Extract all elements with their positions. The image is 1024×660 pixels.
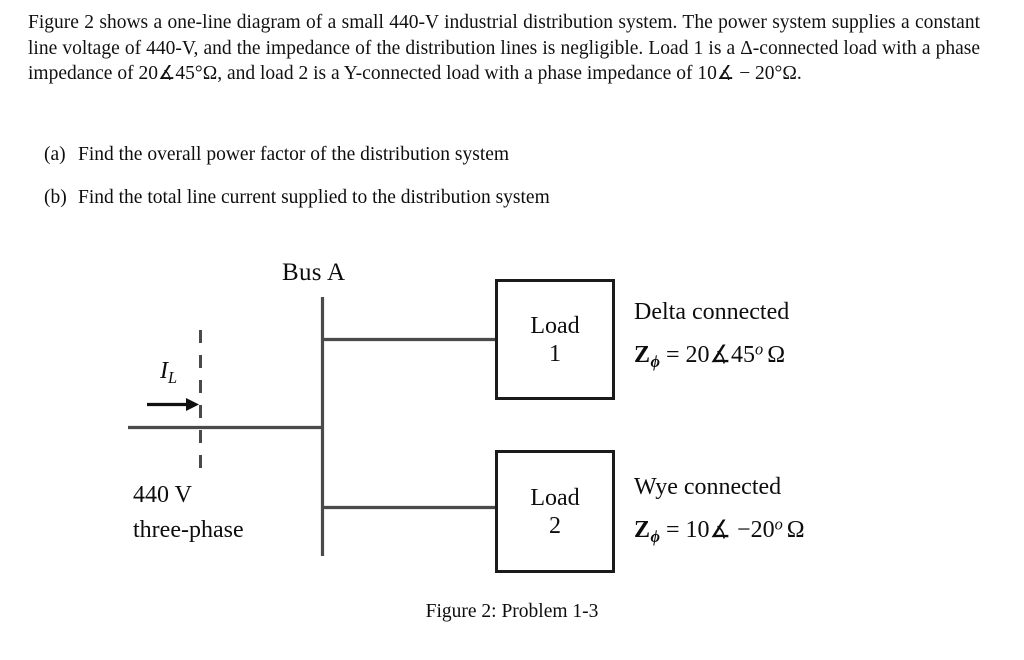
load-2-z-symbol: Z	[634, 517, 651, 544]
load-2-z-angle-symbol: ∡	[709, 517, 732, 544]
load-1-z-symbol: Z	[634, 342, 651, 369]
load-1-z-subscript: ϕ	[650, 351, 660, 371]
list-item: (b) Find the total line current supplied…	[44, 186, 944, 210]
load-2-z-equals: =	[665, 517, 680, 544]
line-current-subscript: L	[168, 367, 178, 387]
line-current-arrow	[147, 398, 199, 411]
load-1-box: Load 1	[495, 279, 615, 400]
load-2-z-subscript: ϕ	[650, 526, 660, 546]
load-1-z-angle: 45	[731, 342, 756, 369]
load-1-z-angle-symbol: ∡	[709, 342, 732, 369]
load-1-z-magnitude: 20	[685, 342, 710, 369]
load-2-box: Load 2	[495, 450, 615, 573]
source-label: 440 V three-phase	[133, 478, 244, 548]
item-marker: (b)	[44, 187, 67, 208]
item-text: Find the total line current supplied to …	[78, 187, 550, 208]
list-item: (a) Find the overall power factor of the…	[44, 143, 944, 167]
load-2-z-degree: o	[774, 515, 783, 534]
load-1-z-degree: o	[755, 340, 764, 359]
source-voltage-text: 440 V	[133, 482, 192, 508]
figure-caption: Figure 2: Problem 1-3	[425, 601, 599, 622]
load-2-box-label: Load	[530, 484, 580, 511]
load-2-box-number: 2	[549, 512, 561, 539]
load-1-z-unit: Ω	[767, 342, 786, 369]
load-1-connection-type: Delta connected	[634, 299, 790, 325]
line-current-symbol: I	[160, 358, 168, 384]
load-1-box-number: 1	[549, 340, 561, 367]
line-current-label: IL	[160, 358, 177, 388]
load-2-z-unit: Ω	[786, 517, 805, 544]
bus-a-label: Bus A	[282, 259, 346, 286]
load-2-z-magnitude: 10	[685, 517, 710, 544]
problem-statement-text: Figure 2 shows a one-line diagram of a s…	[28, 12, 980, 84]
source-phase-text: three-phase	[133, 517, 244, 543]
load-2-z-angle: −20	[737, 517, 775, 544]
item-marker: (a)	[44, 144, 66, 165]
load-1-z-equals: =	[665, 342, 680, 369]
item-text: Find the overall power factor of the dis…	[78, 144, 510, 165]
problem-items-list: (a) Find the overall power factor of the…	[44, 143, 944, 229]
load-2-connection-type: Wye connected	[634, 474, 782, 500]
problem-statement: Figure 2 shows a one-line diagram of a s…	[28, 10, 980, 87]
load-1-box-label: Load	[530, 312, 580, 339]
